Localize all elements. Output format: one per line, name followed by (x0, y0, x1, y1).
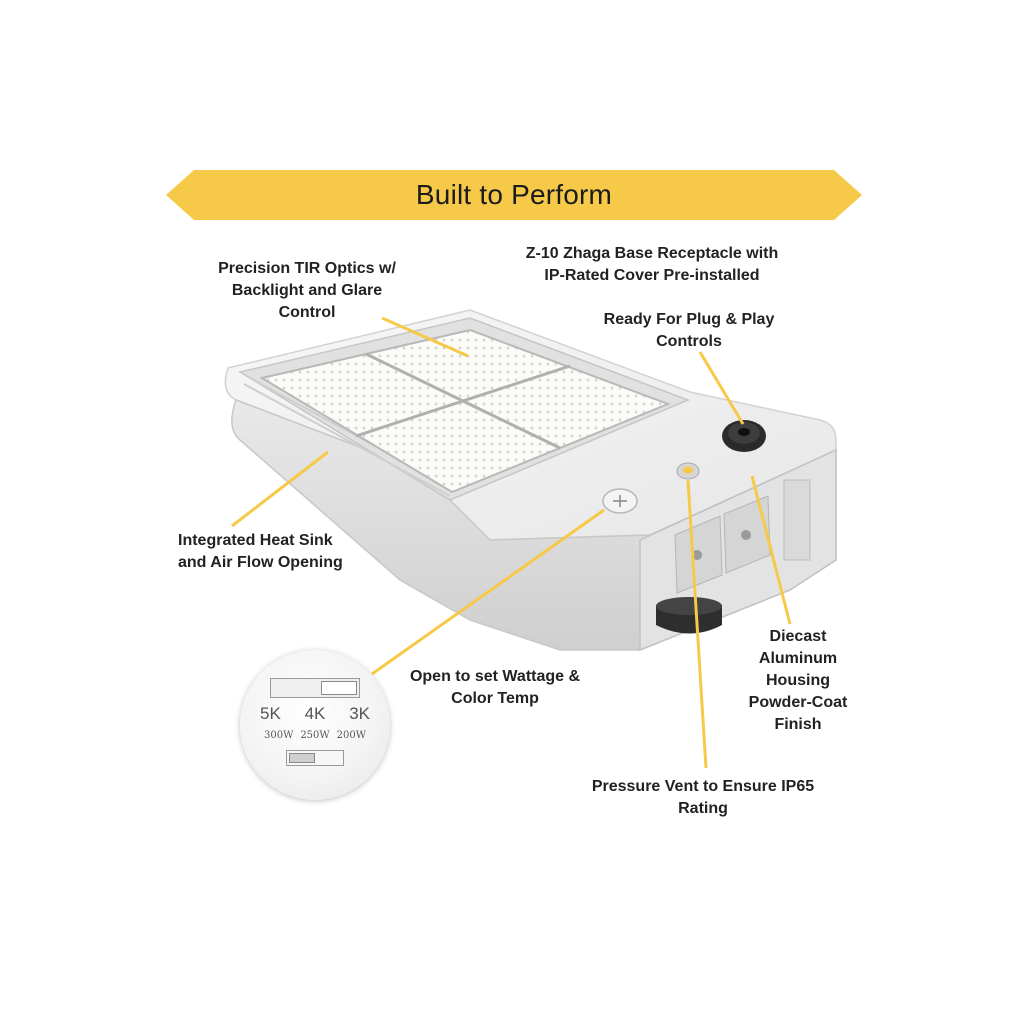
callout-plug-play-line: Ready For Plug & Play (603, 311, 775, 328)
leader-vent (686, 479, 708, 769)
wattage-switch (286, 750, 344, 766)
callout-zhaga-line: IP-Rated Cover Pre-installed (544, 267, 760, 284)
callout-optics-line: Precision TIR Optics w/ (218, 260, 396, 277)
leader-optics (381, 316, 469, 358)
leader-wattage (371, 508, 605, 676)
callout-diecast-line: Aluminum (758, 650, 838, 667)
pressure-vent-icon (676, 462, 700, 480)
callout-zhaga-line: Z-10 Zhaga Base Receptacle with (525, 245, 779, 262)
color-temp-switch-knob (321, 681, 357, 695)
color-temp-label: 3K (349, 704, 370, 723)
callout-wattage: Open to set Wattage & Color Temp (388, 666, 602, 710)
wattage-labels: 300W 250W 200W (260, 730, 370, 741)
switch-inset: 5K 4K 3K 300W 250W 200W (240, 650, 390, 800)
callout-optics: Precision TIR Optics w/ Backlight and Gl… (190, 258, 424, 324)
callout-wattage-line: Open to set Wattage & (409, 668, 581, 685)
mounting-cylinder (656, 597, 722, 634)
leader-lines (231, 316, 792, 769)
callout-vent: Pressure Vent to Ensure IP65 Rating (564, 776, 842, 820)
callout-diecast-line: Finish (774, 716, 822, 733)
title-banner: Built to Perform (166, 170, 862, 220)
callout-diecast-line: Diecast (769, 628, 827, 645)
color-temp-label: 5K (260, 704, 281, 723)
wattage-label: 250W (300, 730, 330, 741)
callout-plug-play: Ready For Plug & Play Controls (584, 309, 794, 353)
callout-diecast: Diecast Aluminum Housing Powder-Coat Fin… (728, 626, 868, 736)
callout-diecast-line: Housing (766, 672, 830, 689)
callout-plug-play-line: Controls (656, 333, 722, 350)
leader-diecast (750, 475, 792, 625)
wattage-switch-knob (289, 753, 315, 763)
color-temp-label: 4K (304, 704, 326, 723)
callout-heat-sink-line: Integrated Heat Sink (178, 532, 333, 549)
callout-heat-sink-line: and Air Flow Opening (178, 554, 343, 571)
callout-wattage-line: Color Temp (451, 690, 539, 707)
wattage-label: 200W (336, 730, 366, 741)
callout-zhaga: Z-10 Zhaga Base Receptacle with IP-Rated… (494, 243, 810, 287)
zhaga-receptacle-icon (722, 420, 766, 452)
callout-heat-sink: Integrated Heat Sink and Air Flow Openin… (178, 530, 378, 574)
callout-vent-line: Rating (678, 800, 728, 817)
banner-shape (166, 170, 862, 220)
banner-title: Built to Perform (415, 179, 613, 210)
callout-vent-line: Pressure Vent to Ensure IP65 (591, 778, 815, 795)
led-array (259, 328, 671, 494)
color-temp-labels: 5K 4K 3K (260, 704, 370, 724)
callout-optics-line: Control (278, 304, 336, 321)
callout-diecast-line: Powder-Coat (748, 694, 848, 711)
switch-cover-screw-icon (602, 488, 638, 514)
leader-plug-play (698, 351, 745, 425)
wattage-label: 300W (264, 730, 294, 741)
color-temp-switch (270, 678, 360, 698)
callout-optics-line: Backlight and Glare (231, 282, 383, 299)
leader-heat-sink (231, 450, 329, 528)
